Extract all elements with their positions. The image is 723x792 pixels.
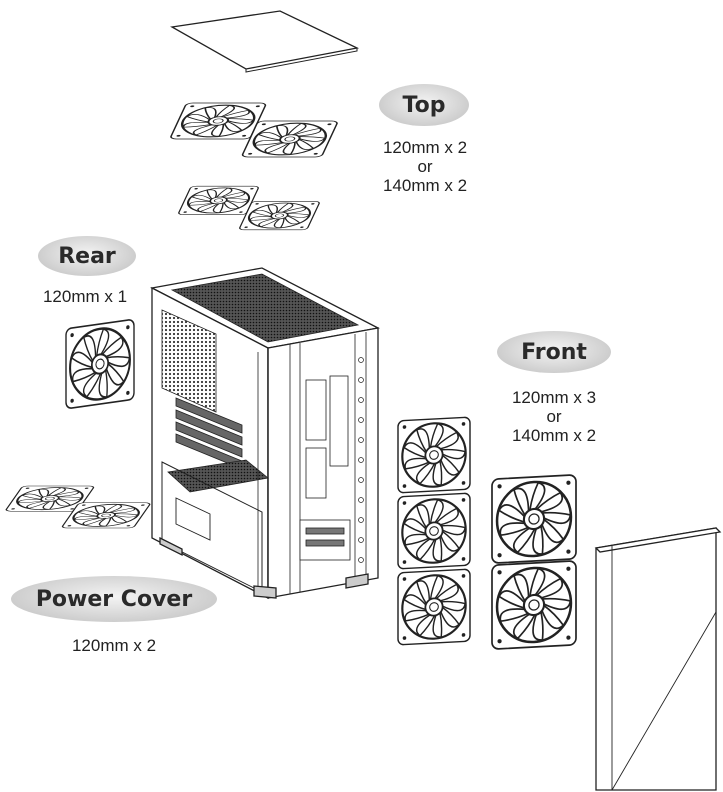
top-fans-140 xyxy=(161,103,346,157)
power-cover-fans xyxy=(0,486,163,528)
spec-power-cover: 120mm x 2 xyxy=(50,636,178,655)
label-power-cover-title: Power Cover xyxy=(35,586,193,612)
spec-front-line-2: or xyxy=(546,407,562,426)
label-top-title: Top xyxy=(402,92,446,118)
label-top: Top xyxy=(379,84,469,126)
top-fans-120 xyxy=(171,186,327,230)
label-rear-title: Rear xyxy=(58,243,116,269)
spec-rear: 120mm x 1 xyxy=(20,287,150,306)
label-front: Front xyxy=(497,331,611,373)
rear-fan xyxy=(66,319,134,409)
spec-front-line-3: 140mm x 2 xyxy=(511,426,597,445)
spec-top-line-3: 140mm x 2 xyxy=(382,176,468,195)
label-power-cover: Power Cover xyxy=(11,576,217,622)
pc-case xyxy=(150,267,380,600)
label-front-title: Front xyxy=(521,339,587,365)
top-dust-filter xyxy=(170,10,360,70)
spec-rear-line-1: 120mm x 1 xyxy=(42,287,128,306)
spec-top-line-1: 120mm x 2 xyxy=(382,138,468,157)
label-rear: Rear xyxy=(38,236,136,276)
spec-top-line-2: or xyxy=(417,157,433,176)
spec-front: 120mm x 3 or 140mm x 2 xyxy=(490,388,618,445)
spec-front-line-1: 120mm x 3 xyxy=(511,388,597,407)
front-panel xyxy=(594,527,722,791)
spec-power-cover-line-1: 120mm x 2 xyxy=(71,636,157,655)
front-fans-140 xyxy=(492,475,576,649)
front-fans-120 xyxy=(398,417,470,645)
spec-top: 120mm x 2 or 140mm x 2 xyxy=(362,138,488,195)
